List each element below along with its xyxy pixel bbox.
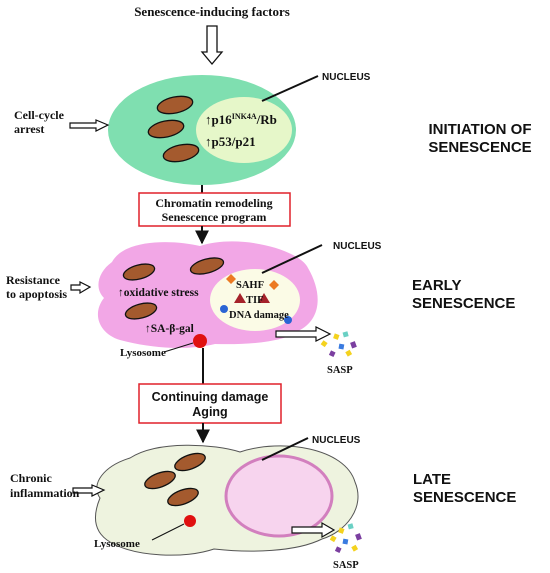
marker-p16: ↑p16INK4A/Rb xyxy=(205,112,277,127)
nucleus-2-label: NUCLEUS xyxy=(333,241,382,252)
cell-1-outcome-line1: Cell-cycle xyxy=(14,108,65,122)
dna-damage-dot xyxy=(284,316,292,324)
nucleus-1-pointer xyxy=(261,75,319,102)
box-chromatin-line1: Chromatin remodeling xyxy=(155,196,272,210)
nucleus-3-pointer xyxy=(261,437,309,461)
mitochondria-group-2 xyxy=(122,257,225,320)
nucleus-3-label: NUCLEUS xyxy=(312,435,361,446)
sahf-diamond xyxy=(226,274,236,284)
stage-early-line2: SENESCENCE xyxy=(412,295,515,312)
nucleus-1 xyxy=(196,97,292,163)
stage-late-line1: LATE xyxy=(413,471,451,488)
lysosome-2-pointer xyxy=(163,342,194,353)
lysosome-3 xyxy=(184,515,196,527)
sasp-particles-3 xyxy=(329,523,362,553)
hollow-arrow-left-1 xyxy=(69,119,110,132)
mitochondrion xyxy=(147,119,185,139)
mitochondrion xyxy=(122,263,156,281)
tif-triangle xyxy=(258,293,270,303)
stage-initiation-line2: SENESCENCE xyxy=(428,139,531,156)
hollow-arrow-right-3 xyxy=(291,521,336,539)
sasp-2-label: SASP xyxy=(327,365,353,376)
sa-beta-gal-label: ↑SA-β-gal xyxy=(145,323,194,335)
mitochondrion xyxy=(144,470,176,490)
cell-3-outcome-line2: inflammation xyxy=(10,486,80,500)
hollow-arrow-down-1 xyxy=(200,25,224,66)
mitochondria-group-1 xyxy=(147,95,200,163)
mitochondria-group-3 xyxy=(144,452,206,507)
oxidative-stress-label: ↑oxidative stress xyxy=(118,287,199,299)
stage-initiation-line1: INITIATION OF xyxy=(428,121,531,138)
hollow-arrow-left-3 xyxy=(72,484,106,497)
cell-3-outcome-line1: Chronic xyxy=(10,471,52,485)
sahf-diamond xyxy=(269,280,279,290)
nucleus-3 xyxy=(224,454,334,538)
stage-early-line1: EARLY xyxy=(412,277,461,294)
cell-2-outcome-line1: Resistance xyxy=(6,273,61,287)
box-damage-line2: Aging xyxy=(192,405,227,419)
sasp-particles-2 xyxy=(320,331,357,357)
lysosome-3-label: Lysosome xyxy=(94,538,140,550)
mitochondrion xyxy=(156,95,194,115)
box-chromatin-line2: Senescence program xyxy=(162,210,267,224)
box-chromatin: Chromatin remodeling Senescence program xyxy=(138,192,291,227)
lysosome-2-label: Lysosome xyxy=(120,347,166,359)
mitochondrion xyxy=(124,302,158,320)
cell-1-outcome-line2: arrest xyxy=(14,122,44,136)
mitochondrion xyxy=(167,487,199,507)
dna-damage-dot xyxy=(220,305,228,313)
nucleus-1-label: NUCLEUS xyxy=(322,72,371,83)
cell-2-outcome-line2: to apoptosis xyxy=(6,287,67,301)
mitochondrion xyxy=(162,143,200,163)
box-damage-line1: Continuing damage xyxy=(152,390,269,404)
mitochondrion xyxy=(174,452,206,472)
mitochondrion xyxy=(189,257,225,275)
hollow-arrow-left-2 xyxy=(70,281,92,295)
stage-late-line2: SENESCENCE xyxy=(413,489,516,506)
lysosome-2 xyxy=(193,334,207,348)
sasp-3-label: SASP xyxy=(333,560,359,571)
box-continuing-damage: Continuing damage Aging xyxy=(138,383,282,424)
nucleus-2-pointer xyxy=(261,244,323,274)
marker-p53: ↑p53/p21 xyxy=(205,134,256,149)
tif-label: TIF xyxy=(246,295,264,306)
hollow-arrow-right-2 xyxy=(275,326,332,342)
lysosome-3-pointer xyxy=(151,523,185,541)
sahf-label: SAHF xyxy=(236,280,264,291)
tif-triangle xyxy=(234,293,246,303)
top-label: Senescence-inducing factors xyxy=(134,4,290,19)
dna-damage-label: DNA damage xyxy=(229,310,289,321)
